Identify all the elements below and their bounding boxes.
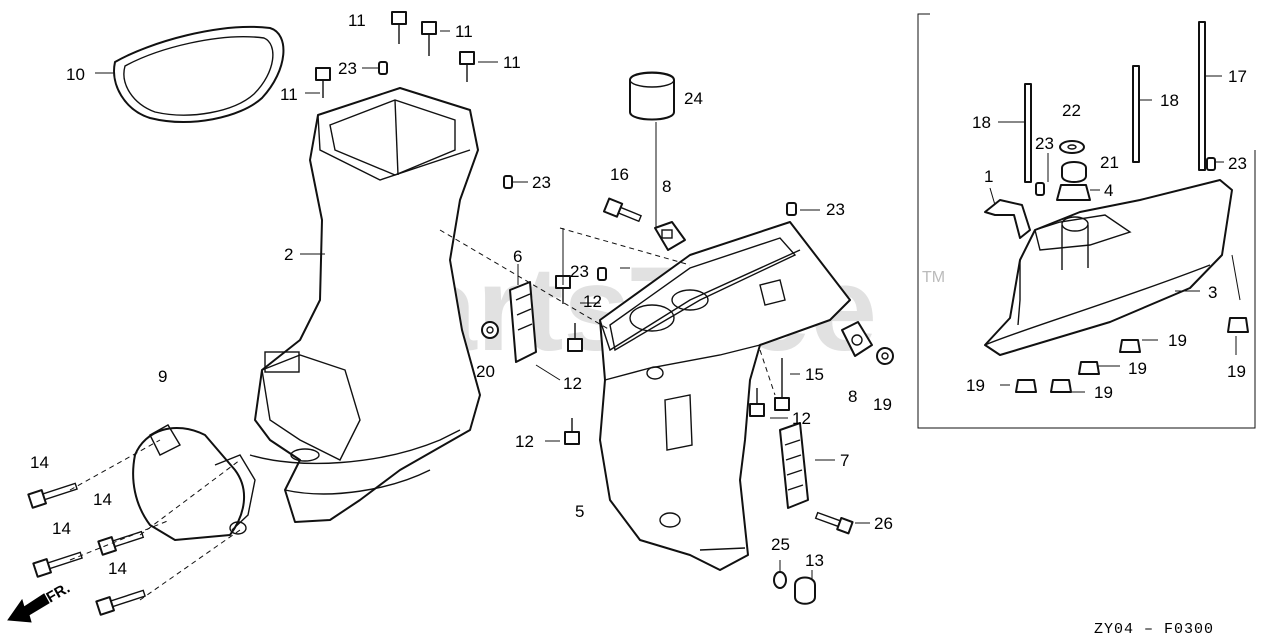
callout-11: 11 [503, 53, 521, 72]
part-22-washer[interactable] [1059, 140, 1085, 154]
part-4-nut[interactable] [1056, 184, 1091, 201]
callout-12: 12 [563, 374, 582, 393]
callout-19: 19 [1227, 362, 1246, 381]
callout-23: 23 [826, 200, 845, 219]
part-2-extension-case[interactable] [249, 87, 481, 523]
part-24-bushing[interactable] [629, 71, 675, 121]
part-16-bolt[interactable] [602, 197, 643, 225]
callout-8: 8 [848, 387, 857, 406]
callout-9: 9 [158, 367, 167, 386]
callout-19: 19 [966, 376, 985, 395]
part-17-stud[interactable] [1198, 21, 1206, 171]
callout-23: 23 [1035, 134, 1054, 153]
callout-12: 12 [792, 409, 811, 428]
part-20-nut[interactable] [481, 321, 499, 339]
callout-17: 17 [1228, 67, 1247, 86]
callout-12: 12 [583, 292, 602, 311]
callout-22: 22 [1062, 101, 1081, 120]
part-26-bolt[interactable] [814, 510, 854, 535]
part-7-anode[interactable] [779, 422, 809, 509]
callout-21: 21 [1100, 153, 1119, 172]
part-25-washer[interactable] [773, 571, 787, 589]
watermark-tm: TM [922, 269, 945, 286]
callout-24: 24 [684, 89, 703, 108]
callout-14: 14 [108, 559, 127, 578]
bolt-11-group[interactable] [315, 11, 475, 98]
callout-1: 1 [984, 167, 993, 186]
callout-23: 23 [1228, 154, 1247, 173]
bolt-12-group[interactable] [555, 275, 765, 445]
callout-20: 20 [476, 362, 495, 381]
front-direction-indicator: FR. [7, 580, 73, 623]
callout-26: 26 [874, 514, 893, 533]
part-19-nuts-inset[interactable] [1015, 317, 1249, 393]
callout-7: 7 [840, 451, 849, 470]
part-5-lower-case[interactable] [599, 221, 851, 571]
leader-lines [95, 30, 1241, 580]
part-1-bracket[interactable] [984, 199, 1031, 239]
callout-8: 8 [662, 177, 671, 196]
callout-12: 12 [515, 432, 534, 451]
callout-13: 13 [805, 551, 824, 570]
callout-18: 18 [1160, 91, 1179, 110]
callout-23: 23 [570, 262, 589, 281]
diagram-code: ZY04 – F0300 [1094, 621, 1214, 638]
callout-5: 5 [575, 502, 584, 521]
bolt-14-group[interactable] [27, 480, 146, 616]
inset-frame [917, 13, 1256, 429]
part-8-grommet-b[interactable] [841, 321, 873, 357]
part-13-plug[interactable] [794, 576, 816, 605]
callout-11: 11 [455, 22, 473, 41]
callout-11: 11 [348, 11, 366, 30]
part-6-anode[interactable] [509, 281, 537, 363]
part-10-gasket[interactable] [113, 25, 285, 123]
callout-6: 6 [513, 247, 522, 266]
callout-2: 2 [284, 245, 293, 264]
callout-19: 19 [1128, 359, 1147, 378]
part-19-nut[interactable] [876, 347, 894, 365]
callout-14: 14 [93, 490, 112, 509]
callout-14: 14 [52, 519, 71, 538]
callout-4: 4 [1104, 181, 1113, 200]
part-3-cover[interactable] [984, 179, 1233, 356]
callout-16: 16 [610, 165, 629, 184]
callout-18: 18 [972, 113, 991, 132]
callout-23: 23 [338, 59, 357, 78]
callout-19: 19 [1168, 331, 1187, 350]
part-9-exhaust-elbow[interactable] [132, 424, 256, 541]
callout-11: 11 [280, 85, 298, 104]
callout-25: 25 [771, 535, 790, 554]
part-18-stud-b[interactable] [1132, 65, 1140, 163]
callout-3: 3 [1208, 283, 1217, 302]
callout-14: 14 [30, 453, 49, 472]
part-21-seal[interactable] [1061, 161, 1087, 183]
part-8-grommet-a[interactable] [654, 221, 686, 251]
callout-19: 19 [1094, 383, 1113, 402]
part-15-bolt[interactable] [774, 358, 790, 411]
pin-23-group[interactable] [378, 61, 1216, 281]
callout-labels: 11 11 11 11 23 23 23 23 23 23 10 2 9 14 … [30, 11, 1247, 578]
callout-10: 10 [66, 65, 85, 84]
part-18-stud-a[interactable] [1024, 83, 1032, 183]
callout-15: 15 [805, 365, 824, 384]
callout-19: 19 [873, 395, 892, 414]
callout-23: 23 [532, 173, 551, 192]
